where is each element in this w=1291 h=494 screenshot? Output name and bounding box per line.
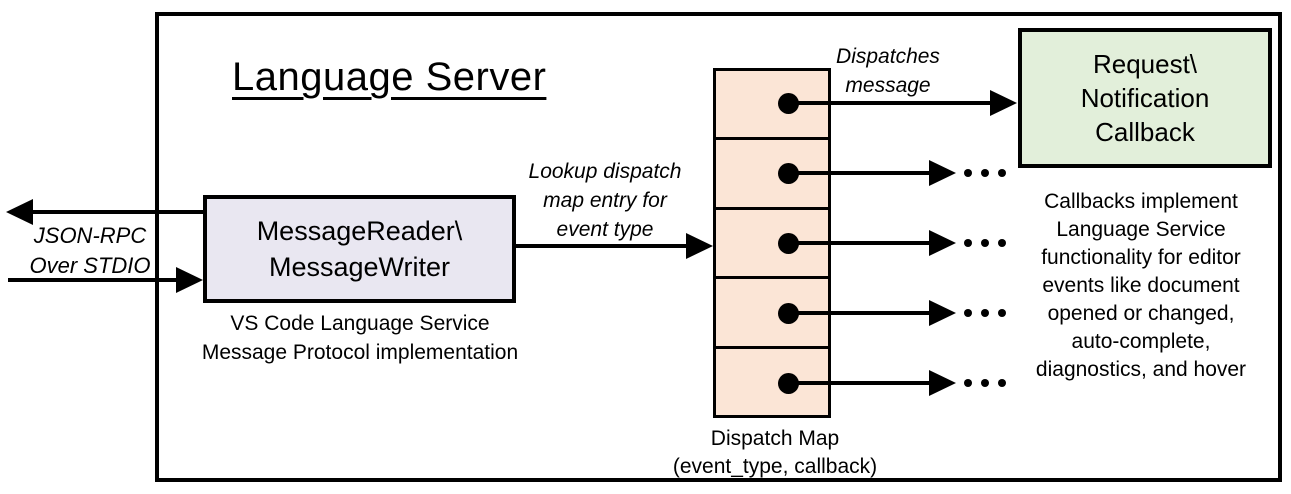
dispatch-arrow-line <box>788 101 992 105</box>
dispatch-map-cell <box>716 276 828 346</box>
callbacks-note-line: opened or changed, <box>1047 302 1235 325</box>
dispatch-arrowhead-icon <box>990 90 1017 116</box>
map-caption-line2: (event_type, callback) <box>672 455 878 478</box>
dispatch-map-cell <box>716 345 828 416</box>
dispatch-arrow-line <box>788 311 931 315</box>
callbacks-note-line: functionality for editor <box>1041 246 1241 269</box>
reader-box-caption: VS Code Language Service Message Protoco… <box>180 309 540 367</box>
ellipsis-icon <box>964 239 1006 247</box>
dispatch-label-line1: Dispatches <box>836 45 940 68</box>
diagram-title: Language Server <box>232 55 547 99</box>
io-channel-label-line2: Over STDIO <box>29 253 151 278</box>
ellipsis-icon <box>964 309 1006 317</box>
dispatch-arrowhead-icon <box>929 300 956 326</box>
lookup-arrowhead-icon <box>686 233 713 259</box>
message-reader-writer-box: MessageReader\ MessageWriter <box>203 195 516 303</box>
io-channel-label: JSON-RPC Over STDIO <box>15 221 165 281</box>
dispatch-map-caption: Dispatch Map (event_type, callback) <box>655 425 895 481</box>
stdio-out-arrow-line <box>30 210 205 214</box>
reader-box-line2: MessageWriter <box>268 252 451 282</box>
callbacks-note-line: diagnostics, and hover <box>1035 358 1247 381</box>
dispatch-arrowhead-icon <box>929 370 956 396</box>
reader-caption-line1: VS Code Language Service <box>230 312 490 335</box>
callback-box-line2: Notification <box>1080 83 1210 113</box>
language-server-frame <box>155 12 1282 482</box>
ellipsis-icon <box>964 169 1006 177</box>
lookup-label-line3: event type <box>556 218 654 241</box>
callbacks-note-line: Callbacks implement <box>1044 190 1238 213</box>
request-notification-callback-box: Request\ Notification Callback <box>1018 28 1272 168</box>
dispatch-arrowhead-icon <box>929 230 956 256</box>
callback-box-line3: Callback <box>1095 117 1195 147</box>
callback-box-line1: Request\ <box>1092 49 1198 79</box>
dispatch-label-line2: message <box>845 74 931 97</box>
map-caption-line1: Dispatch Map <box>710 427 840 450</box>
reader-caption-line2: Message Protocol implementation <box>201 341 519 364</box>
dispatch-arrow-line <box>788 171 931 175</box>
callbacks-note-line: auto-complete, <box>1071 330 1211 353</box>
lookup-label-line1: Lookup dispatch <box>528 160 682 183</box>
callbacks-note-line: Language Service <box>1056 218 1226 241</box>
ellipsis-icon <box>964 379 1006 387</box>
lookup-arrow-line <box>515 244 687 248</box>
dispatch-arrowhead-icon <box>929 160 956 186</box>
stdio-in-arrow-line <box>8 278 178 282</box>
callbacks-note: Callbacks implement Language Service fun… <box>995 188 1287 384</box>
io-channel-label-line1: JSON-RPC <box>33 223 147 248</box>
dispatch-arrow-line <box>788 381 931 385</box>
callbacks-note-line: events like document <box>1042 274 1240 297</box>
dispatches-message-label: Dispatches message <box>818 42 958 100</box>
stdio-in-arrowhead-icon <box>176 267 203 293</box>
lookup-label: Lookup dispatch map entry for event type <box>505 157 705 244</box>
stdio-out-arrowhead-icon <box>6 199 33 225</box>
lookup-label-line2: map entry for <box>543 189 667 212</box>
dispatch-arrow-line <box>788 241 931 245</box>
reader-box-line1: MessageReader\ <box>256 216 463 246</box>
